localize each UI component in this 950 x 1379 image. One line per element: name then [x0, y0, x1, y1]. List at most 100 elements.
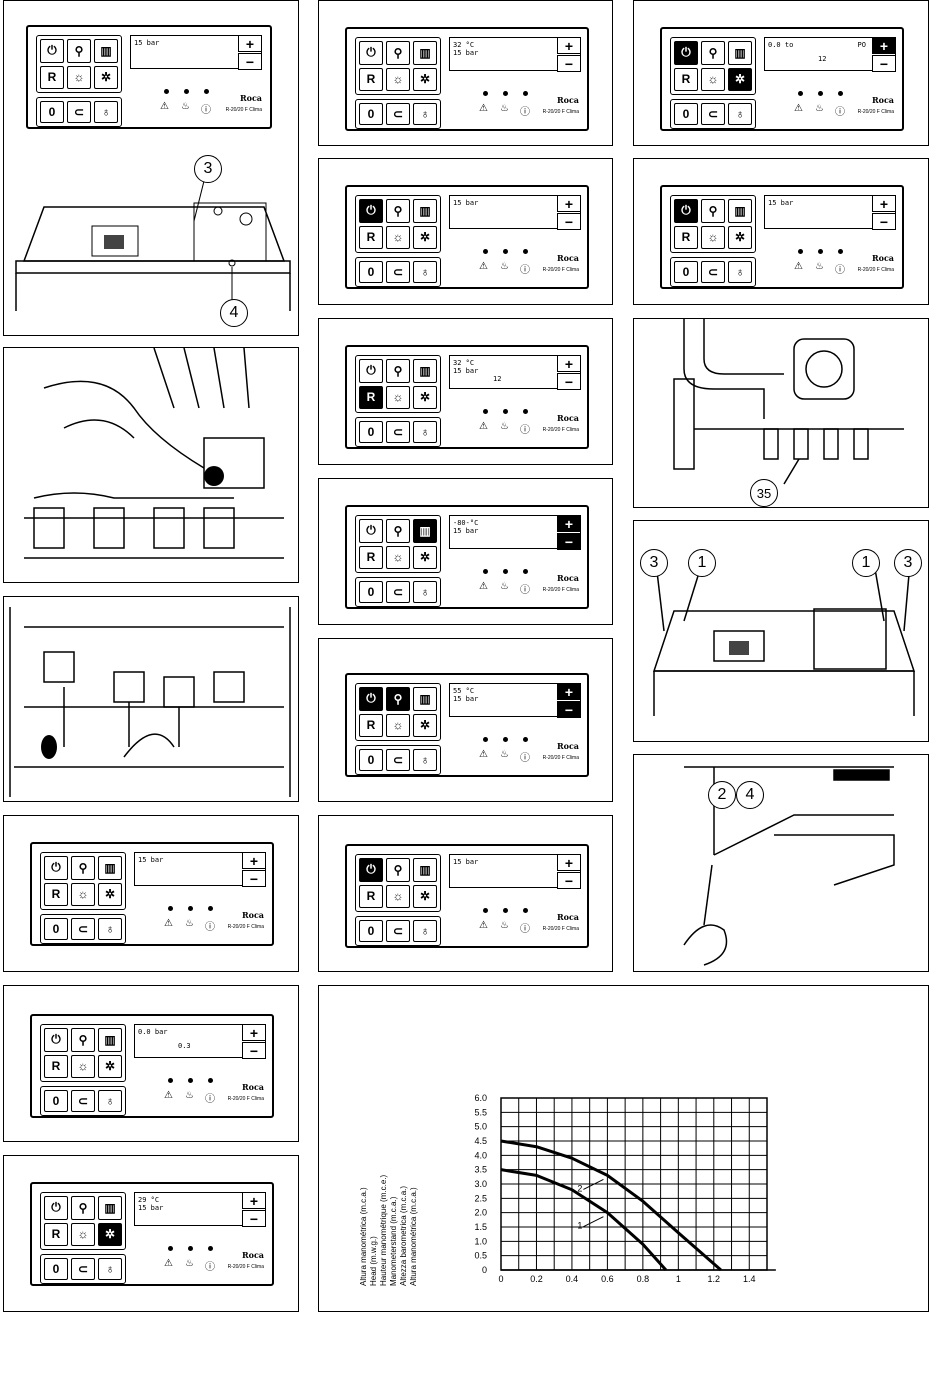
power-button[interactable]: ⏻ [359, 858, 383, 882]
tap-button[interactable]: ⚲ [386, 41, 410, 65]
zero-button[interactable]: 0 [359, 920, 383, 942]
c-button[interactable]: ⊂ [386, 261, 410, 283]
zero-button[interactable]: 0 [359, 421, 383, 443]
reset-button[interactable]: R [359, 713, 383, 737]
power-button[interactable]: ⏻ [44, 1196, 68, 1220]
plus-button[interactable]: + [557, 37, 581, 54]
flame-button[interactable]: ♁ [98, 1090, 122, 1112]
flame-button[interactable]: ♁ [413, 103, 437, 125]
power-button[interactable]: ⏻ [359, 41, 383, 65]
snow-button[interactable]: ✲ [94, 65, 118, 89]
tap-button[interactable]: ⚲ [701, 199, 725, 223]
power-button[interactable]: ⏻ [359, 359, 383, 383]
radiator-button[interactable]: ▥ [728, 41, 752, 65]
snow-button[interactable]: ✲ [413, 884, 437, 908]
snow-button[interactable]: ✲ [98, 1054, 122, 1078]
reset-button[interactable]: R [359, 67, 383, 91]
power-button[interactable]: ⏻ [40, 39, 64, 63]
power-button[interactable]: ⏻ [674, 41, 698, 65]
tap-button[interactable]: ⚲ [71, 1196, 95, 1220]
plus-button[interactable]: + [872, 195, 896, 212]
sun-button[interactable]: ☼ [71, 1222, 95, 1246]
c-button[interactable]: ⊂ [67, 101, 91, 123]
snow-button[interactable]: ✲ [98, 882, 122, 906]
minus-button[interactable]: − [557, 213, 581, 230]
power-button[interactable]: ⏻ [44, 1028, 68, 1052]
minus-button[interactable]: − [242, 1042, 266, 1059]
snow-button[interactable]: ✲ [413, 385, 437, 409]
minus-button[interactable]: − [242, 870, 266, 887]
sun-button[interactable]: ☼ [386, 713, 410, 737]
radiator-button[interactable]: ▥ [413, 41, 437, 65]
sun-button[interactable]: ☼ [386, 67, 410, 91]
c-button[interactable]: ⊂ [386, 103, 410, 125]
zero-button[interactable]: 0 [44, 1258, 68, 1280]
minus-button[interactable]: − [557, 701, 581, 718]
radiator-button[interactable]: ▥ [98, 856, 122, 880]
sun-button[interactable]: ☼ [71, 1054, 95, 1078]
plus-button[interactable]: + [557, 355, 581, 372]
power-button[interactable]: ⏻ [674, 199, 698, 223]
reset-button[interactable]: R [674, 225, 698, 249]
zero-button[interactable]: 0 [674, 261, 698, 283]
plus-button[interactable]: + [238, 35, 262, 52]
radiator-button[interactable]: ▥ [413, 359, 437, 383]
reset-button[interactable]: R [44, 1222, 68, 1246]
minus-button[interactable]: − [872, 55, 896, 72]
sun-button[interactable]: ☼ [386, 385, 410, 409]
radiator-button[interactable]: ▥ [413, 199, 437, 223]
sun-button[interactable]: ☼ [67, 65, 91, 89]
flame-button[interactable]: ♁ [413, 261, 437, 283]
zero-button[interactable]: 0 [674, 103, 698, 125]
c-button[interactable]: ⊂ [701, 103, 725, 125]
reset-button[interactable]: R [40, 65, 64, 89]
sun-button[interactable]: ☼ [71, 882, 95, 906]
plus-button[interactable]: + [242, 852, 266, 869]
radiator-button[interactable]: ▥ [94, 39, 118, 63]
flame-button[interactable]: ♁ [413, 581, 437, 603]
plus-button[interactable]: + [557, 683, 581, 700]
flame-button[interactable]: ♁ [413, 749, 437, 771]
reset-button[interactable]: R [359, 225, 383, 249]
tap-button[interactable]: ⚲ [386, 858, 410, 882]
flame-button[interactable]: ♁ [413, 920, 437, 942]
zero-button[interactable]: 0 [359, 749, 383, 771]
flame-button[interactable]: ♁ [728, 103, 752, 125]
tap-button[interactable]: ⚲ [386, 519, 410, 543]
radiator-button[interactable]: ▥ [98, 1196, 122, 1220]
snow-button[interactable]: ✲ [728, 67, 752, 91]
snow-button[interactable]: ✲ [98, 1222, 122, 1246]
snow-button[interactable]: ✲ [413, 545, 437, 569]
sun-button[interactable]: ☼ [386, 884, 410, 908]
power-button[interactable]: ⏻ [359, 519, 383, 543]
plus-button[interactable]: + [872, 37, 896, 54]
tap-button[interactable]: ⚲ [386, 687, 410, 711]
tap-button[interactable]: ⚲ [71, 1028, 95, 1052]
minus-button[interactable]: − [557, 373, 581, 390]
reset-button[interactable]: R [359, 385, 383, 409]
flame-button[interactable]: ♁ [98, 918, 122, 940]
reset-button[interactable]: R [359, 545, 383, 569]
c-button[interactable]: ⊂ [71, 1090, 95, 1112]
zero-button[interactable]: 0 [359, 261, 383, 283]
c-button[interactable]: ⊂ [386, 920, 410, 942]
plus-button[interactable]: + [557, 515, 581, 532]
tap-button[interactable]: ⚲ [386, 359, 410, 383]
radiator-button[interactable]: ▥ [413, 858, 437, 882]
reset-button[interactable]: R [44, 882, 68, 906]
snow-button[interactable]: ✲ [413, 67, 437, 91]
tap-button[interactable]: ⚲ [67, 39, 91, 63]
reset-button[interactable]: R [359, 884, 383, 908]
c-button[interactable]: ⊂ [701, 261, 725, 283]
power-button[interactable]: ⏻ [44, 856, 68, 880]
minus-button[interactable]: − [242, 1210, 266, 1227]
zero-button[interactable]: 0 [40, 101, 64, 123]
plus-button[interactable]: + [557, 854, 581, 871]
c-button[interactable]: ⊂ [71, 918, 95, 940]
sun-button[interactable]: ☼ [701, 67, 725, 91]
zero-button[interactable]: 0 [44, 1090, 68, 1112]
minus-button[interactable]: − [557, 55, 581, 72]
reset-button[interactable]: R [44, 1054, 68, 1078]
snow-button[interactable]: ✲ [728, 225, 752, 249]
snow-button[interactable]: ✲ [413, 225, 437, 249]
